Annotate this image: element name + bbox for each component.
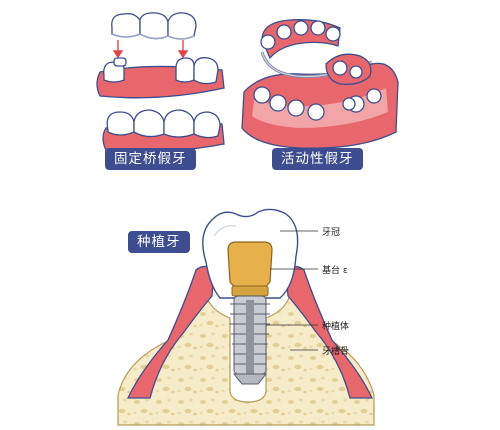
fixed-bridge-illustration <box>96 12 225 153</box>
crown-label: 牙冠 <box>322 228 341 238</box>
removable-denture-illustration <box>241 19 399 149</box>
fixed-bridge-label: 固定桥假牙 <box>105 148 196 170</box>
denture-jaw <box>241 62 399 149</box>
leader-lines <box>266 230 318 351</box>
partial-denture <box>260 19 373 111</box>
placement-arrows <box>112 40 189 59</box>
removable-denture-label: 活动性假牙 <box>272 148 363 170</box>
implant-label: 种植牙 <box>128 231 190 253</box>
restored-jaw <box>102 109 225 153</box>
abutment-shape <box>227 241 273 293</box>
bridge-prosthesis <box>111 12 197 40</box>
implant-screw <box>230 295 270 385</box>
abutment-label: 基台 ɛ <box>322 266 348 276</box>
implant-body-label: 种植体 <box>322 322 350 332</box>
alveolar-bone-label: 牙槽骨 <box>322 347 350 357</box>
implant-illustration <box>117 208 375 426</box>
prepared-jaw <box>96 57 225 99</box>
